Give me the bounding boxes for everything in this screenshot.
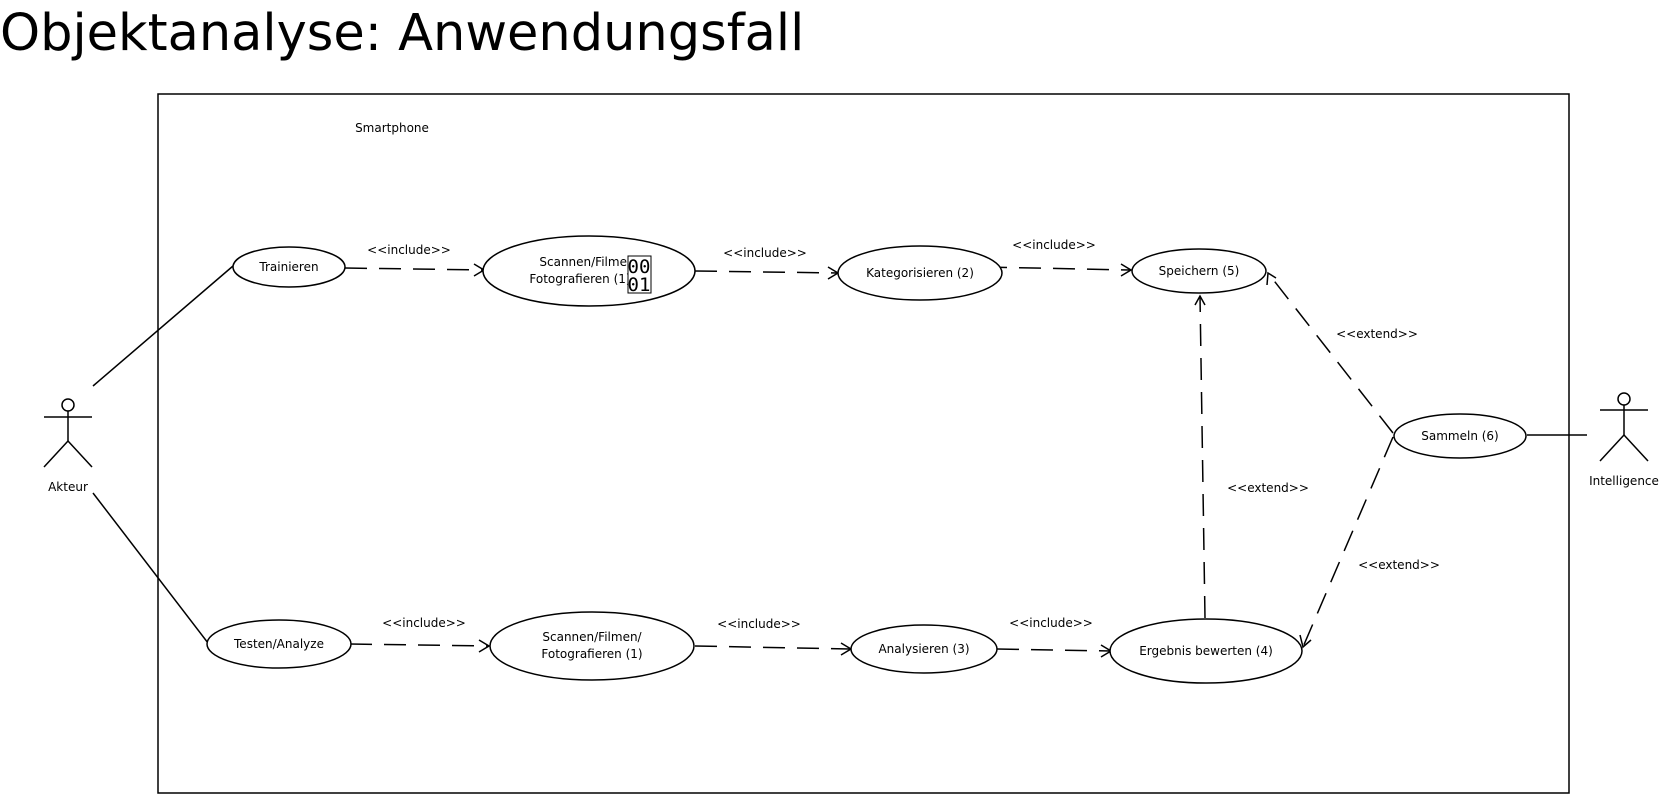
- actor-head: [1617, 392, 1631, 406]
- actor-intelligence-label: Intelligence: [1589, 474, 1659, 488]
- include-label: <<include>>: [1009, 616, 1093, 630]
- arrowhead: [1266, 271, 1277, 286]
- use-case-analysieren[interactable]: Analysieren (3): [850, 624, 998, 674]
- use-case-label: Kategorisieren (2): [866, 266, 974, 280]
- use-case-scannen-bottom[interactable]: Scannen/Filmen/ Fotografieren (1): [489, 611, 695, 681]
- use-case-testen[interactable]: Testen/Analyze: [206, 619, 352, 669]
- use-case-label: Ergebnis bewerten (4): [1139, 644, 1273, 658]
- glyph-box: [627, 255, 652, 294]
- use-case-label: Testen/Analyze: [233, 637, 324, 651]
- include-label: <<include>>: [382, 616, 466, 630]
- use-case-label-line2: Fotografieren (1): [529, 272, 630, 286]
- use-case-scannen-top[interactable]: Scannen/Filmen/ Fotografieren (1) 00 01: [482, 235, 696, 307]
- arrowhead: [1299, 634, 1312, 649]
- system-boundary-label: Smartphone: [355, 121, 429, 135]
- actor-intelligence[interactable]: [1599, 392, 1649, 462]
- include-arrow-scannen-analysieren: [694, 645, 851, 650]
- actor-akteur[interactable]: [43, 398, 93, 468]
- include-arrow-trainieren-scannen: [344, 267, 484, 271]
- use-case-sammeln[interactable]: Sammeln (6): [1393, 413, 1527, 459]
- extend-label: <<extend>>: [1336, 327, 1418, 341]
- page-title: Objektanalyse: Anwendungsfall: [0, 4, 805, 63]
- actor-leg-left: [43, 440, 69, 468]
- use-case-label: Speichern (5): [1159, 264, 1240, 278]
- include-arrow-analysieren-ergebnis: [996, 648, 1111, 652]
- glyph-box-line2: 01: [628, 274, 651, 296]
- use-case-trainieren[interactable]: Trainieren: [232, 246, 346, 288]
- system-boundary[interactable]: [157, 93, 1570, 794]
- actor-akteur-label: Akteur: [48, 480, 88, 494]
- extend-label: <<extend>>: [1358, 558, 1440, 572]
- arrowhead: [478, 639, 491, 653]
- include-arrow-testen-scannen: [349, 643, 489, 647]
- use-case-label-line1: Scannen/Filmen/: [542, 630, 642, 644]
- actor-head: [61, 398, 75, 412]
- arrowhead: [1120, 263, 1133, 277]
- use-case-ergebnis-bewerten[interactable]: Ergebnis bewerten (4): [1109, 618, 1303, 684]
- association-akteur-testen: [92, 492, 209, 644]
- extend-label: <<extend>>: [1227, 481, 1309, 495]
- include-label: <<include>>: [723, 246, 807, 260]
- use-case-label: Analysieren (3): [878, 642, 969, 656]
- arrowhead: [1194, 294, 1206, 306]
- extend-arrow-ergebnis-speichern: [1199, 295, 1206, 619]
- actor-leg-left: [1599, 434, 1625, 462]
- glyph-box-line1: 00: [628, 256, 651, 278]
- use-case-kategorisieren[interactable]: Kategorisieren (2): [837, 245, 1003, 301]
- include-arrow-scannen-kategorisieren: [694, 270, 838, 274]
- use-case-label: Sammeln (6): [1421, 429, 1498, 443]
- include-arrow-kategorisieren-speichern: [984, 266, 1131, 271]
- association-akteur-trainieren: [92, 265, 234, 387]
- use-case-speichern[interactable]: Speichern (5): [1131, 248, 1267, 294]
- extend-arrow-sammeln-speichern: [1267, 272, 1394, 434]
- use-case-label-line1: Scannen/Filmen/: [539, 255, 639, 269]
- use-case-label: Trainieren: [258, 260, 318, 274]
- include-label: <<include>>: [717, 617, 801, 631]
- extend-arrow-sammeln-ergebnis: [1302, 436, 1394, 648]
- include-label: <<include>>: [367, 243, 451, 257]
- include-label: <<include>>: [1012, 238, 1096, 252]
- actor-leg-right: [1623, 434, 1649, 462]
- use-case-label-line2: Fotografieren (1): [541, 647, 642, 661]
- actor-leg-right: [67, 440, 93, 468]
